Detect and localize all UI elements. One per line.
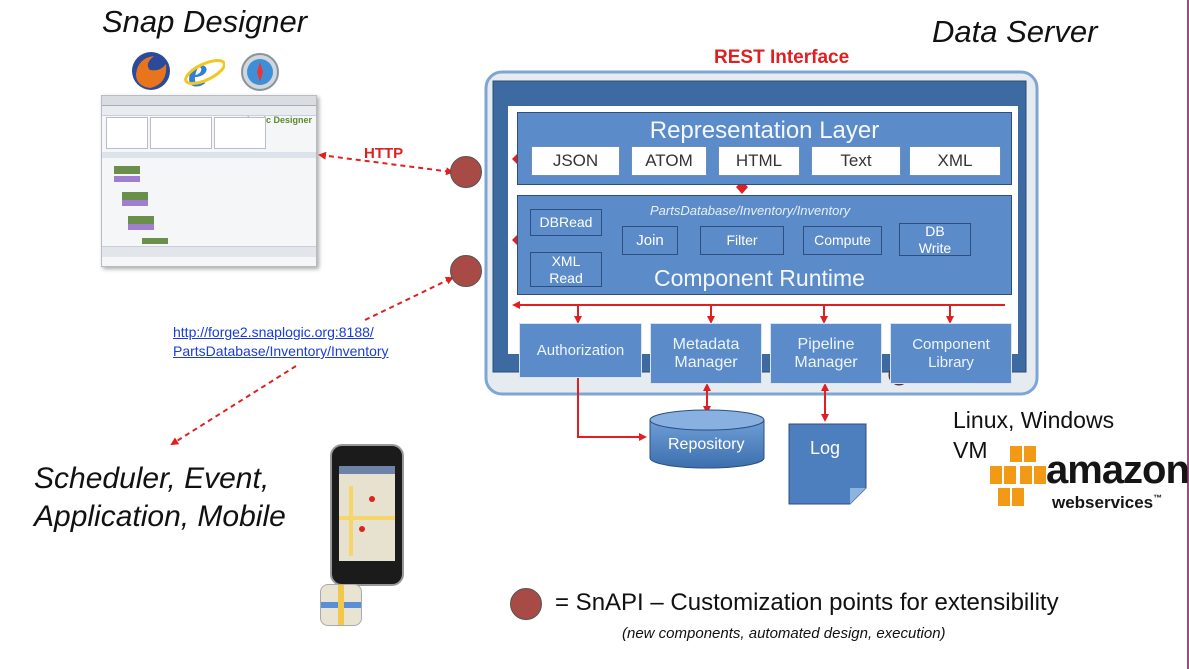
iphone-map-screen [339,466,395,561]
runtime-path: PartsDatabase/Inventory/Inventory [650,203,851,218]
join-component: Join [622,226,678,255]
designer-screenshot: snapLogic Designer [101,95,317,267]
format-json: JSON [531,146,620,176]
endpoint-url[interactable]: http://forge2.snaplogic.org:8188/ PartsD… [173,323,389,361]
repository-cylinder [649,409,765,469]
http-arrow [318,151,454,176]
component-runtime-title: Component Runtime [654,265,865,291]
xmlread-component: XML Read [530,252,602,287]
format-xml: XML [909,146,1001,176]
auth-to-repo [577,377,647,441]
filter-component: Filter [700,226,784,255]
snapi-socket-runtime [450,255,482,287]
endpoint-url-line1[interactable]: http://forge2.snaplogic.org:8188/ [173,324,374,340]
compute-component: Compute [803,226,882,255]
maps-app-icon [320,584,362,626]
repository-label: Repository [668,436,745,453]
snapi-socket-http [450,156,482,188]
legend-socket [510,588,542,620]
rest-interface-label: REST Interface [714,47,850,68]
safari-icon [240,52,280,97]
endpoint-url-line2[interactable]: PartsDatabase/Inventory/Inventory [173,343,389,359]
data-server-title: Data Server [932,14,1098,49]
trademark-symbol: ™ [1153,493,1163,503]
component-library-service: Component Library [890,323,1012,384]
snaplogic-logo: snapLogic Designer [225,115,312,125]
firefox-icon [130,50,172,97]
dbwrite-component: DB Write [899,223,971,256]
webservices-wordmark: webservices™ [1052,493,1162,513]
format-text: Text [811,146,901,176]
metadata-manager-service: Metadata Manager [650,323,762,384]
platform-text: Linux, Windows VM [953,407,1115,463]
url-arrow-up [364,277,454,321]
clients-text: Scheduler, Event, Application, Mobile [34,462,286,533]
amazon-wordmark: amazon [1046,448,1189,492]
authorization-service: Authorization [519,323,642,378]
legend-subtext: (new components, automated design, execu… [622,625,946,642]
amazon-cubes-icon [984,444,1048,513]
dbread-component: DBRead [530,209,602,236]
format-atom: ATOM [631,146,707,176]
legend-text: = SnAPI – Customization points for exten… [555,589,1059,616]
internet-explorer-icon: e [183,47,226,97]
snap-designer-title: Snap Designer [102,4,308,39]
representation-layer-title: Representation Layer [649,117,880,144]
iphone-image [330,444,404,586]
format-html: HTML [718,146,800,176]
webservices-text: webservices [1052,493,1154,512]
pipeline-manager-service: Pipeline Manager [770,323,882,384]
log-label: Log [810,438,841,458]
url-arrow-down [170,365,297,446]
